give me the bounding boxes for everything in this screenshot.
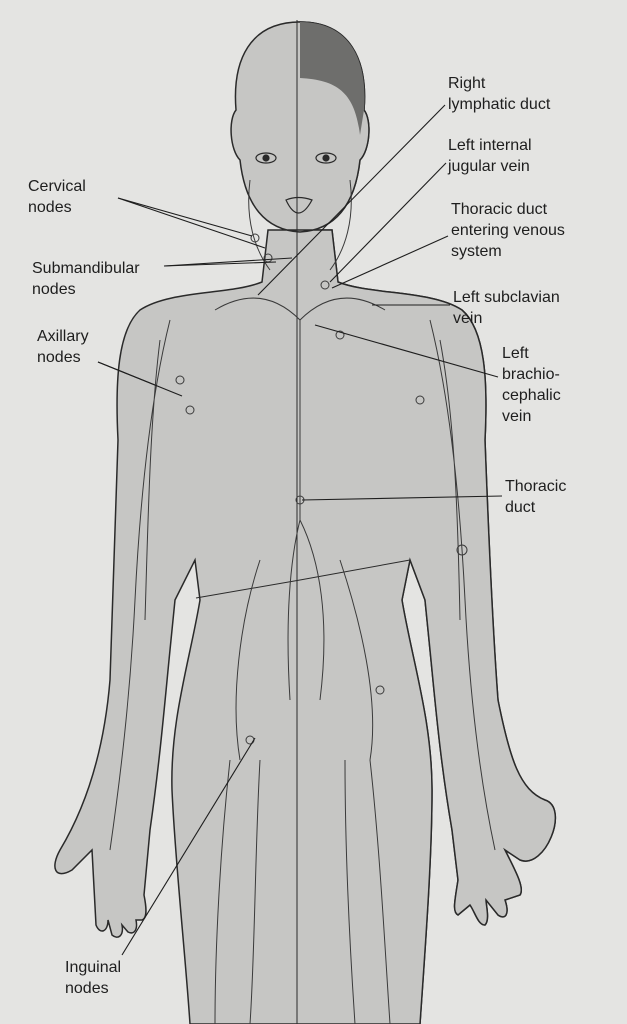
label-left-subclavian-vein: Left subclavian vein (453, 287, 560, 329)
label-line: vein (453, 310, 483, 327)
label-submandibular-nodes: Submandibular nodes (32, 258, 140, 300)
label-left-internal-jugular-vein: Left internal jugular vein (448, 135, 532, 177)
label-line: Thoracic (505, 478, 567, 495)
label-line: Left internal (448, 137, 532, 154)
lymph-vessels (109, 179, 496, 1024)
label-line: nodes (32, 281, 76, 298)
label-line: brachio- (502, 366, 560, 383)
label-line: Inguinal (65, 959, 122, 976)
body-outline (54, 20, 557, 1024)
label-line: nodes (28, 199, 72, 216)
label-right-lymphatic-duct: Right lymphatic duct (448, 73, 550, 115)
label-cervical-nodes: Cervical nodes (28, 176, 86, 218)
label-line: Axillary (37, 328, 89, 345)
label-axillary-nodes: Axillary nodes (37, 326, 89, 368)
label-line: jugular vein (448, 158, 530, 175)
label-line: vein (502, 408, 532, 425)
label-line: Left subclavian (453, 289, 560, 306)
label-line: lymphatic duct (448, 96, 551, 113)
face (255, 152, 337, 214)
label-line: Right (448, 75, 486, 92)
label-line: Thoracic duct (451, 201, 548, 218)
label-line: system (451, 243, 502, 260)
label-thoracic-duct: Thoracic duct (505, 476, 566, 518)
label-line: nodes (37, 349, 81, 366)
label-line: nodes (65, 980, 109, 997)
label-line: Submandibular (32, 260, 140, 277)
label-line: Cervical (28, 178, 86, 195)
label-line: duct (505, 499, 536, 516)
hair (300, 22, 365, 135)
label-left-brachiocephalic-vein: Left brachio- cephalic vein (502, 343, 561, 427)
label-line: Left (502, 345, 529, 362)
label-line: cephalic (502, 387, 561, 404)
leader-lines (97, 104, 503, 956)
label-inguinal-nodes: Inguinal nodes (65, 957, 121, 999)
label-thoracic-duct-entering-venous-system: Thoracic duct entering venous system (451, 199, 565, 262)
label-line: entering venous (451, 222, 565, 239)
